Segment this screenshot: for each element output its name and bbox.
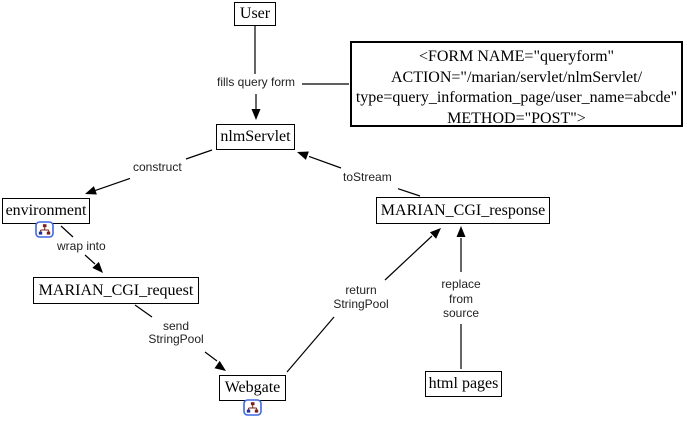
arrowhead-to-nlmservlet-top xyxy=(251,109,261,120)
edge-label-to-stream: toStream xyxy=(343,170,392,184)
node-nlmservlet-label: nlmServlet xyxy=(220,128,291,145)
form-code-line: METHOD="POST"> xyxy=(447,109,586,127)
arrowhead-to-response-left xyxy=(429,228,441,239)
node-marian-cgi-response[interactable]: MARIAN_CGI_response xyxy=(376,197,550,224)
edge-label-construct: construct xyxy=(133,160,182,174)
node-marian-cgi-response-label: MARIAN_CGI_response xyxy=(380,201,546,219)
edge-fills-query-form xyxy=(254,26,349,111)
form-code-line: ACTION="/marian/servlet/nlmServlet/ xyxy=(390,68,643,86)
arrowhead-to-environment xyxy=(85,186,97,195)
subdiagram-icon-environment[interactable] xyxy=(35,221,54,238)
form-code-line: <FORM NAME="queryform" xyxy=(418,48,615,65)
node-webgate-label: Webgate xyxy=(224,379,281,396)
arrowhead-to-response-bottom xyxy=(456,226,466,237)
node-nlmservlet[interactable]: nlmServlet xyxy=(216,124,295,150)
node-user-label: User xyxy=(239,5,271,22)
edge-label-wrap-into: wrap into xyxy=(57,239,106,253)
arrowhead-to-nlmservlet-right xyxy=(297,151,309,160)
node-user[interactable]: User xyxy=(234,2,276,26)
node-html-pages-label: html pages xyxy=(428,375,499,392)
node-marian-cgi-request-label: MARIAN_CGI_request xyxy=(38,281,194,299)
arrowhead-to-webgate xyxy=(214,360,226,371)
node-marian-cgi-request[interactable]: MARIAN_CGI_request xyxy=(33,277,199,304)
node-environment-label: environment xyxy=(5,202,87,219)
edge-label-return-stringpool: return StringPool xyxy=(333,283,389,311)
edge-label-send-stringpool: send StringPool xyxy=(148,319,204,346)
arrowhead-to-request xyxy=(92,261,103,273)
edge-label-fills-query-form: fills query form xyxy=(217,75,296,89)
node-environment[interactable]: environment xyxy=(2,198,90,224)
subdiagram-icon-webgate[interactable] xyxy=(243,399,262,416)
node-webgate[interactable]: Webgate xyxy=(219,375,286,401)
form-code-note: <FORM NAME="queryform" ACTION="/marian/s… xyxy=(350,41,683,127)
edge-label-replace-from-source: replace from source xyxy=(441,277,481,320)
form-code-line: type=query_information_page/user_name=ab… xyxy=(355,89,678,106)
node-html-pages[interactable]: html pages xyxy=(425,371,502,397)
